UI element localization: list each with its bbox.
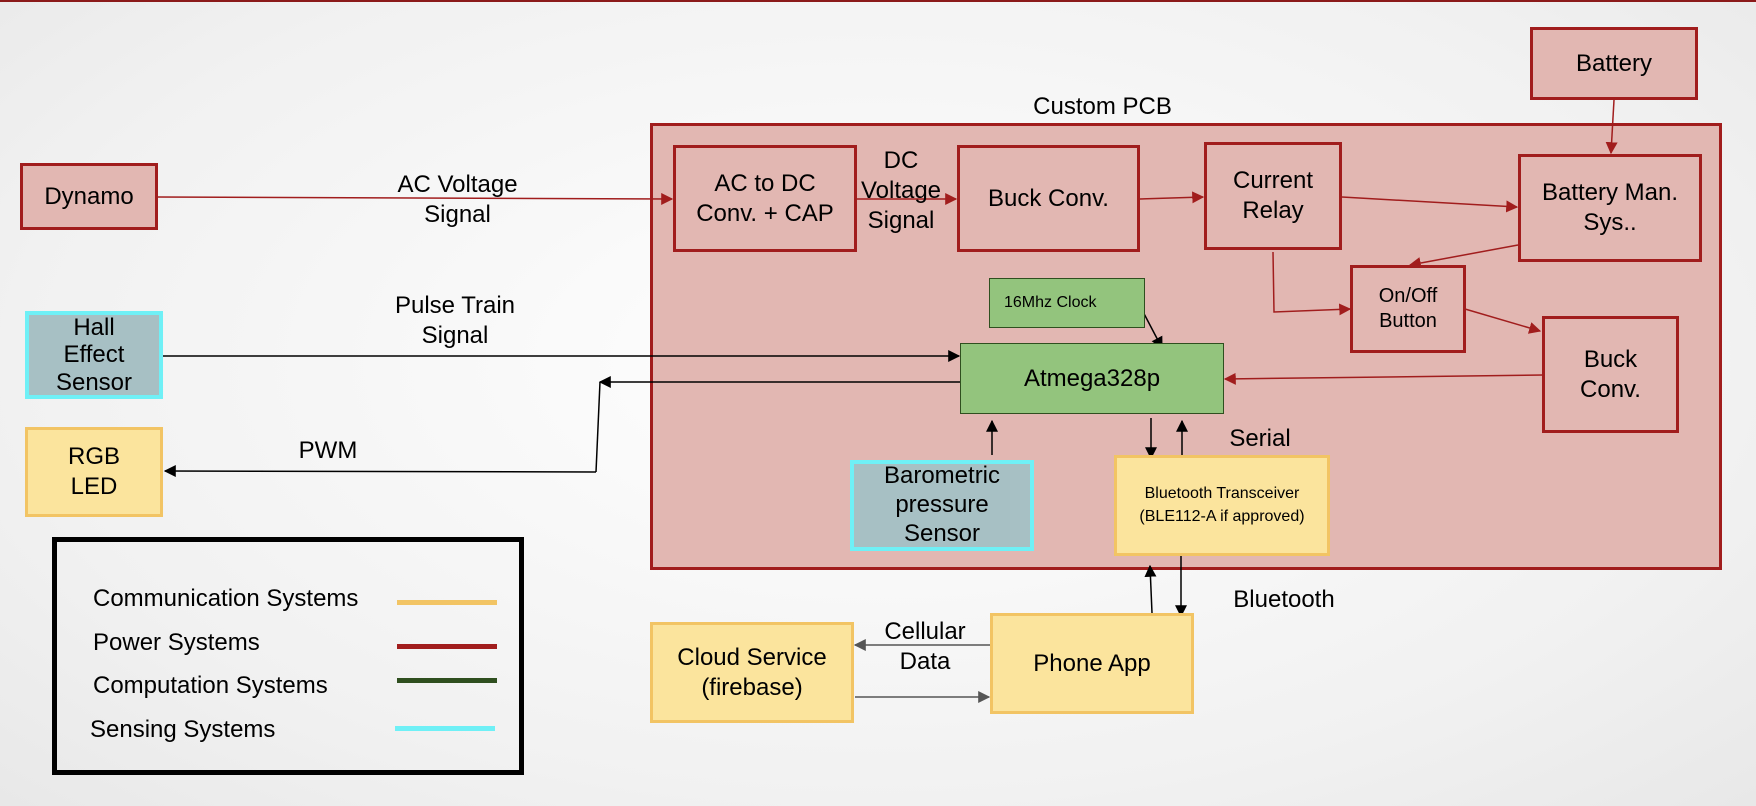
bluetooth-link-label: Bluetooth	[1233, 586, 1335, 613]
wire-battery-battman	[1605, 99, 1618, 155]
cloud-service-label: Cloud Service (firebase)	[677, 643, 827, 701]
barometric-sensor-block: Barometric pressure Sensor	[850, 460, 1034, 551]
legend-box: Communication Systems Power Systems Comp…	[52, 537, 524, 775]
bluetooth-transceiver-label: Bluetooth Transceiver (BLE112-A if appro…	[1139, 485, 1305, 525]
buck-converter-top-block: Buck Conv.	[957, 145, 1140, 252]
clock-label: 16Mhz Clock	[1004, 294, 1097, 311]
wire-pwm-down	[595, 381, 601, 473]
on-off-label: On/Off Button	[1378, 285, 1438, 332]
ac-voltage-signal-label: AC Voltage Signal	[397, 171, 518, 228]
ac-dc-label: AC to DC Conv. + CAP	[696, 169, 834, 227]
wire-relay-battman	[1341, 196, 1519, 213]
barometric-sensor-label: Barometric pressure Sensor	[883, 462, 1001, 547]
buck-converter-top-label: Buck Conv.	[988, 184, 1109, 212]
wire-buck-mcu	[1223, 372, 1544, 385]
wire-dynamo-acdc	[156, 192, 674, 205]
legend-line-power	[397, 644, 497, 649]
current-relay-label: Current Relay	[1232, 167, 1314, 224]
bluetooth-transceiver-block: Bluetooth Transceiver (BLE112-A if appro…	[1114, 455, 1330, 556]
serial-label: Serial	[1229, 425, 1291, 452]
battery-management-label: Battery Man. Sys..	[1541, 179, 1679, 236]
phone-app-block: Phone App	[990, 613, 1194, 714]
legend-label-power: Power Systems	[93, 629, 260, 656]
legend-label-sensing: Sensing Systems	[90, 716, 276, 743]
on-off-button-block: On/Off Button	[1350, 265, 1466, 353]
legend-label-computation: Computation Systems	[93, 672, 328, 699]
microcontroller-block: Atmega328p	[960, 343, 1224, 414]
dynamo-label: Dynamo	[44, 182, 134, 210]
dc-voltage-signal-label: DC Voltage Signal	[860, 147, 942, 234]
buck-converter-right-label: Buck Conv.	[1580, 345, 1641, 403]
clock-block: 16Mhz Clock	[989, 278, 1145, 328]
wire-battman-onoff	[1408, 244, 1519, 269]
wire-pwm-rgb	[163, 465, 597, 478]
phone-app-label: Phone App	[1033, 649, 1151, 677]
wire-relay-onoff	[1272, 251, 1352, 316]
microcontroller-label: Atmega328p	[1023, 364, 1161, 392]
cloud-service-block: Cloud Service (firebase)	[650, 622, 854, 723]
current-relay-block: Current Relay	[1204, 142, 1342, 250]
hall-effect-sensor-block: Hall Effect Sensor	[25, 311, 163, 399]
dynamo-block: Dynamo	[20, 163, 158, 230]
battery-block: Battery	[1530, 27, 1698, 100]
buck-converter-right-block: Buck Conv.	[1542, 316, 1679, 433]
cellular-data-label: Cellular Data	[884, 618, 966, 675]
legend-line-communication	[397, 600, 497, 605]
legend-line-sensing	[395, 726, 495, 731]
wire-phone-bt	[1144, 564, 1157, 614]
rgb-led-label: RGB LED	[67, 443, 120, 500]
top-rule	[0, 0, 1756, 2]
wire-onoff-buck	[1464, 308, 1542, 334]
custom-pcb-label: Custom PCB	[1033, 93, 1172, 120]
battery-management-block: Battery Man. Sys..	[1518, 154, 1702, 262]
legend-label-communication: Communication Systems	[93, 585, 359, 612]
hall-sensor-label: Hall Effect Sensor	[55, 313, 133, 396]
pulse-train-signal-label: Pulse Train Signal	[394, 292, 516, 349]
wire-buck-relay	[1139, 191, 1205, 204]
ac-dc-converter-block: AC to DC Conv. + CAP	[673, 145, 857, 252]
rgb-led-block: RGB LED	[25, 427, 163, 517]
legend-line-computation	[397, 678, 497, 683]
battery-label: Battery	[1575, 49, 1653, 77]
pwm-label: PWM	[298, 437, 358, 464]
